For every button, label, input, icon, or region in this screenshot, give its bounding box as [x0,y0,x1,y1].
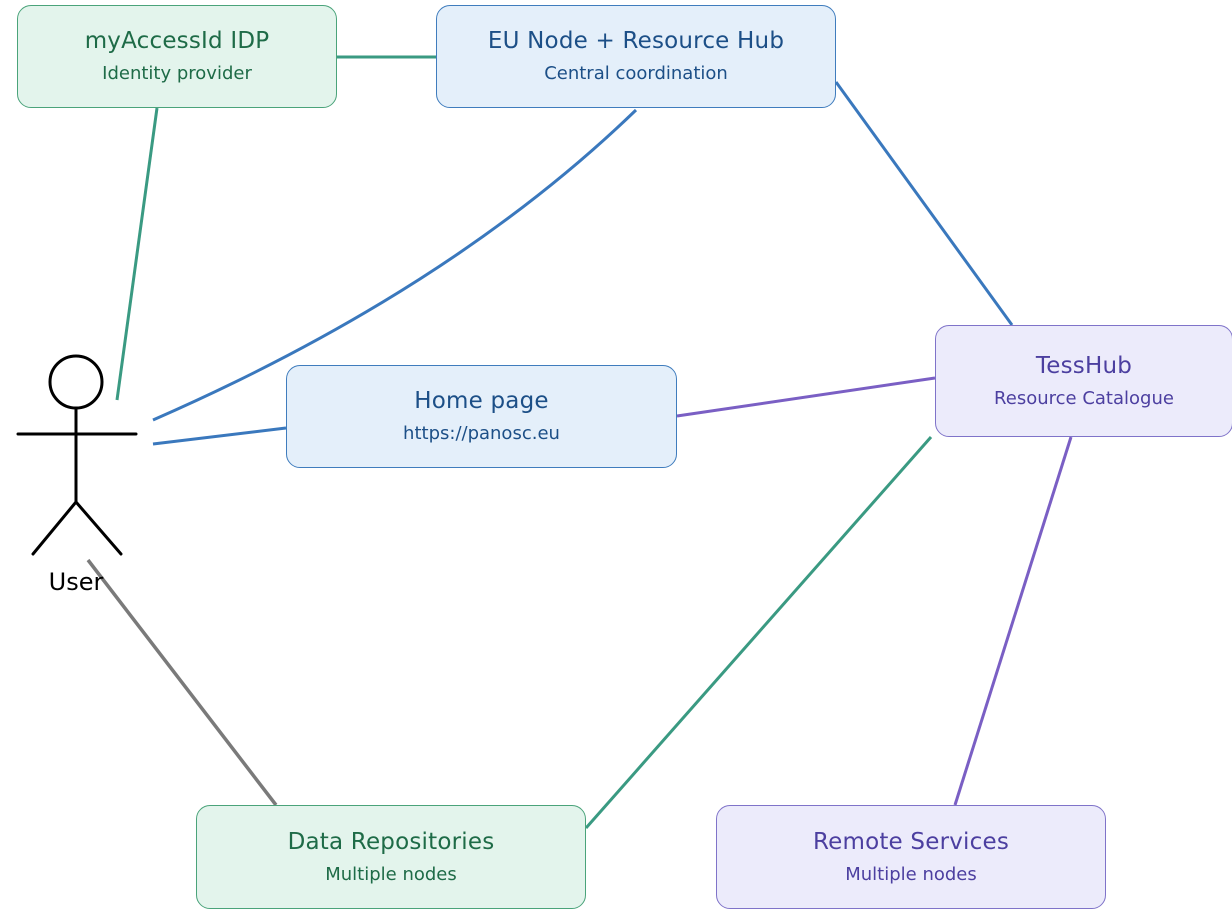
edge-tess-remote [953,436,1073,806]
node-subtitle: Identity provider [102,63,252,84]
node-title: Home page [414,388,549,414]
node-tesshub[interactable]: TessHub Resource Catalogue [935,325,1232,437]
node-title: Remote Services [812,828,1010,855]
edge-user-home [152,426,287,446]
node-title: Data Repositories [287,828,495,855]
node-subtitle: Central coordination [544,63,728,84]
node-title: TessHub [1035,352,1133,379]
edge-home-tess [676,376,936,418]
edge-user-data [86,558,278,807]
node-title: myAccessId IDP [84,28,270,54]
edge-tess-data [584,436,933,829]
node-title: EU Node + Resource Hub [487,28,785,54]
node-home-page[interactable]: Home page https://panosc.eu [286,365,677,468]
actor-label-user: User [48,568,104,596]
node-myaccessid-idp[interactable]: myAccessId IDP Identity provider [17,5,337,108]
node-subtitle: https://panosc.eu [403,423,560,444]
node-subtitle: Resource Catalogue [994,387,1174,409]
node-remote-services[interactable]: Remote Services Multiple nodes [716,805,1106,909]
node-eu-node-resource-hub[interactable]: EU Node + Resource Hub Central coordinat… [436,5,836,108]
stick-figure-icon [16,354,138,556]
node-subtitle: Multiple nodes [325,863,457,885]
edge-user-eu [152,108,638,422]
node-data-repositories[interactable]: Data Repositories Multiple nodes [196,805,586,909]
edges-layer [86,55,1073,829]
node-subtitle: Multiple nodes [845,863,977,885]
edge-user-idp [115,107,159,401]
edge-eu-tess [834,81,1014,326]
